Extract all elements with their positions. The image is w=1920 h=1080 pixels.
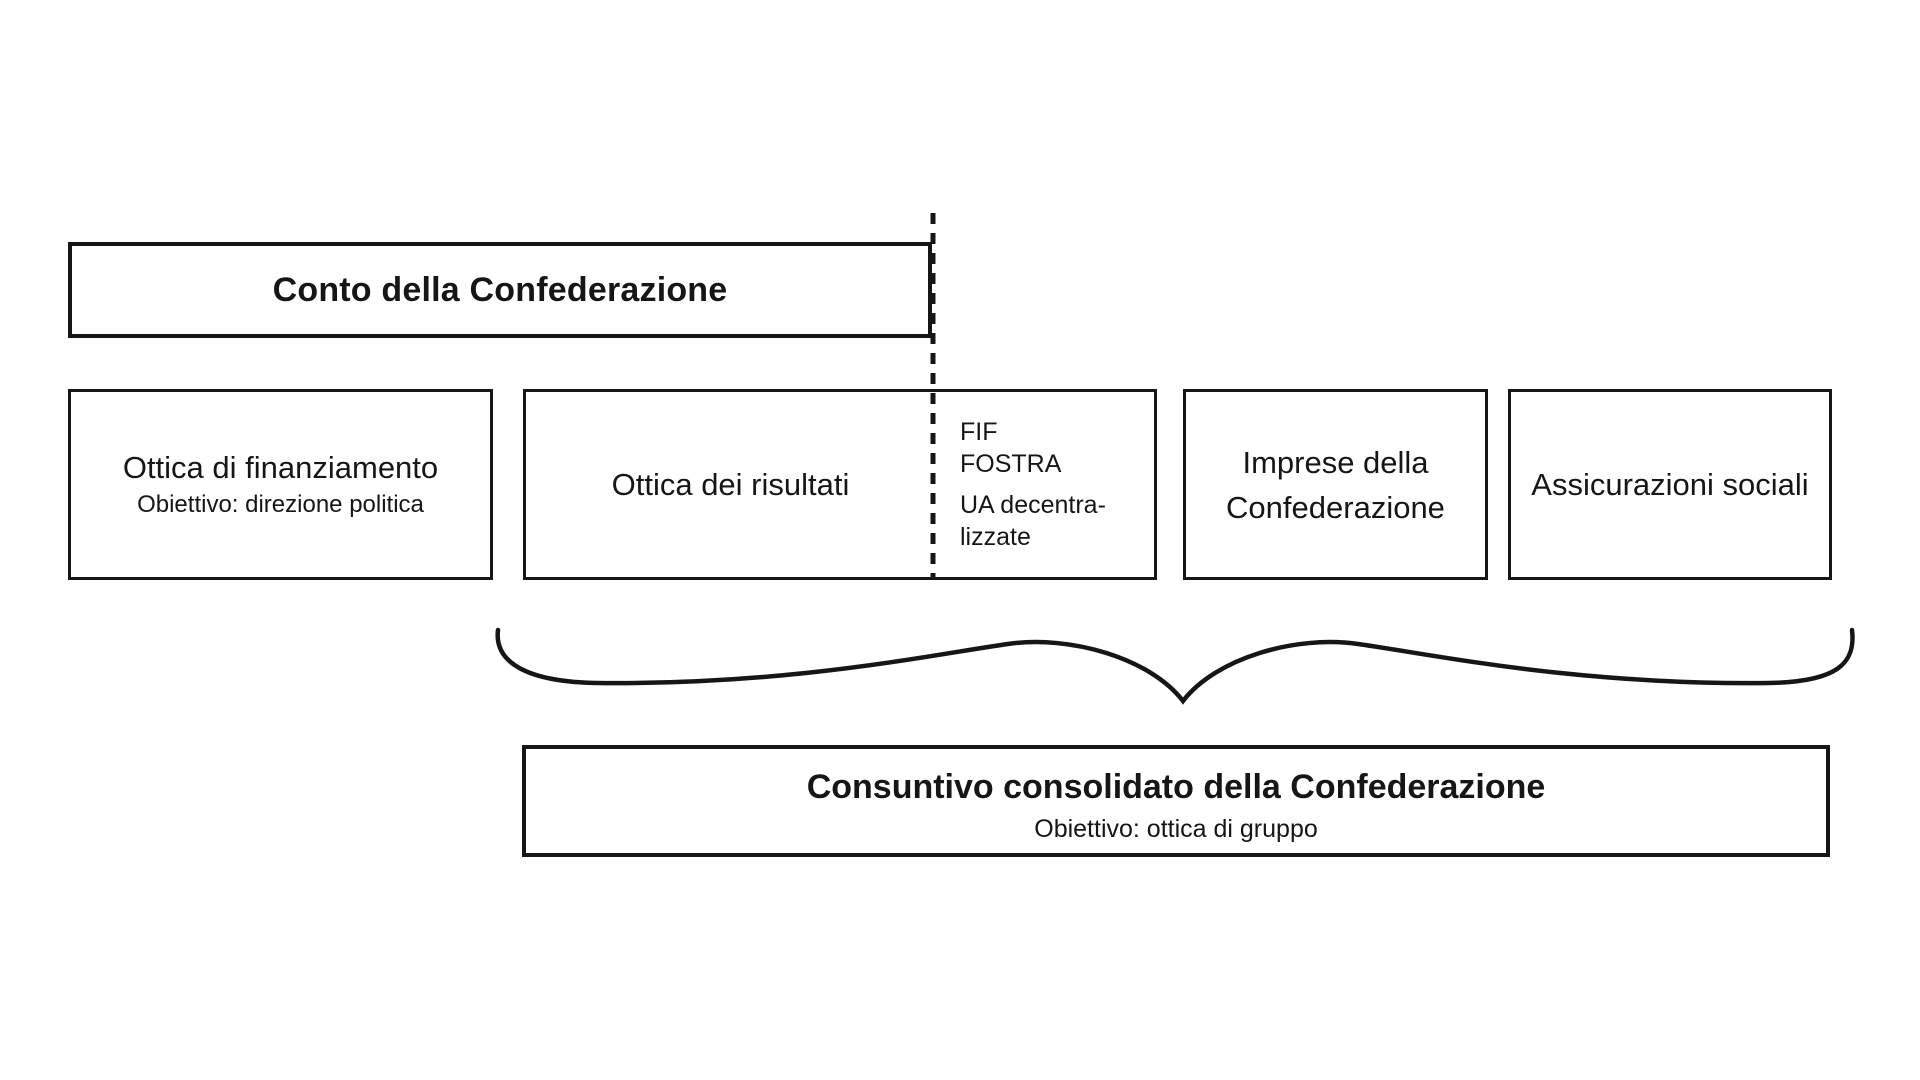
imprese-confederazione-box: Imprese della Confederazione [1183,389,1488,580]
assicurazioni-sociali-title: Assicurazioni sociali [1531,467,1809,502]
note-ua-decentra: UA decentra- [960,491,1106,519]
imprese-confederazione-title: Imprese della Confederazione [1226,444,1445,525]
note-fostra: FOSTRA [960,450,1062,478]
curly-brace [495,627,1855,705]
consuntivo-consolidato-subtitle: Obiettivo: ottica di gruppo [1034,815,1318,843]
decentralized-units-zone: FIF FOSTRA UA decentra- lizzate [935,392,1154,577]
ottica-finanziamento-box: Ottica di finanziamento Obiettivo: direz… [68,389,493,580]
assicurazioni-sociali-box: Assicurazioni sociali [1508,389,1832,580]
ua-decentralizzate-group: UA decentra- lizzate [960,489,1154,553]
ottica-risultati-box: Ottica dei risultati FIF FOSTRA UA decen… [523,389,1157,580]
conto-confederazione-title: Conto della Confederazione [272,270,728,309]
consuntivo-consolidato-title: Consuntivo consolidato della Confederazi… [806,768,1546,806]
ottica-finanziamento-title: Ottica di finanziamento [122,449,439,485]
ottica-finanziamento-subtitle: Obiettivo: direzione politica [137,490,424,518]
ottica-risultati-title: Ottica dei risultati [611,466,850,502]
fif-fostra-group: FIF FOSTRA [960,416,1154,480]
note-fif: FIF [960,418,998,446]
conto-confederazione-box: Conto della Confederazione [68,242,932,338]
consuntivo-consolidato-box: Consuntivo consolidato della Confederazi… [522,745,1830,857]
ottica-risultati-left-zone: Ottica dei risultati [526,392,935,577]
note-lizzate: lizzate [960,523,1031,551]
